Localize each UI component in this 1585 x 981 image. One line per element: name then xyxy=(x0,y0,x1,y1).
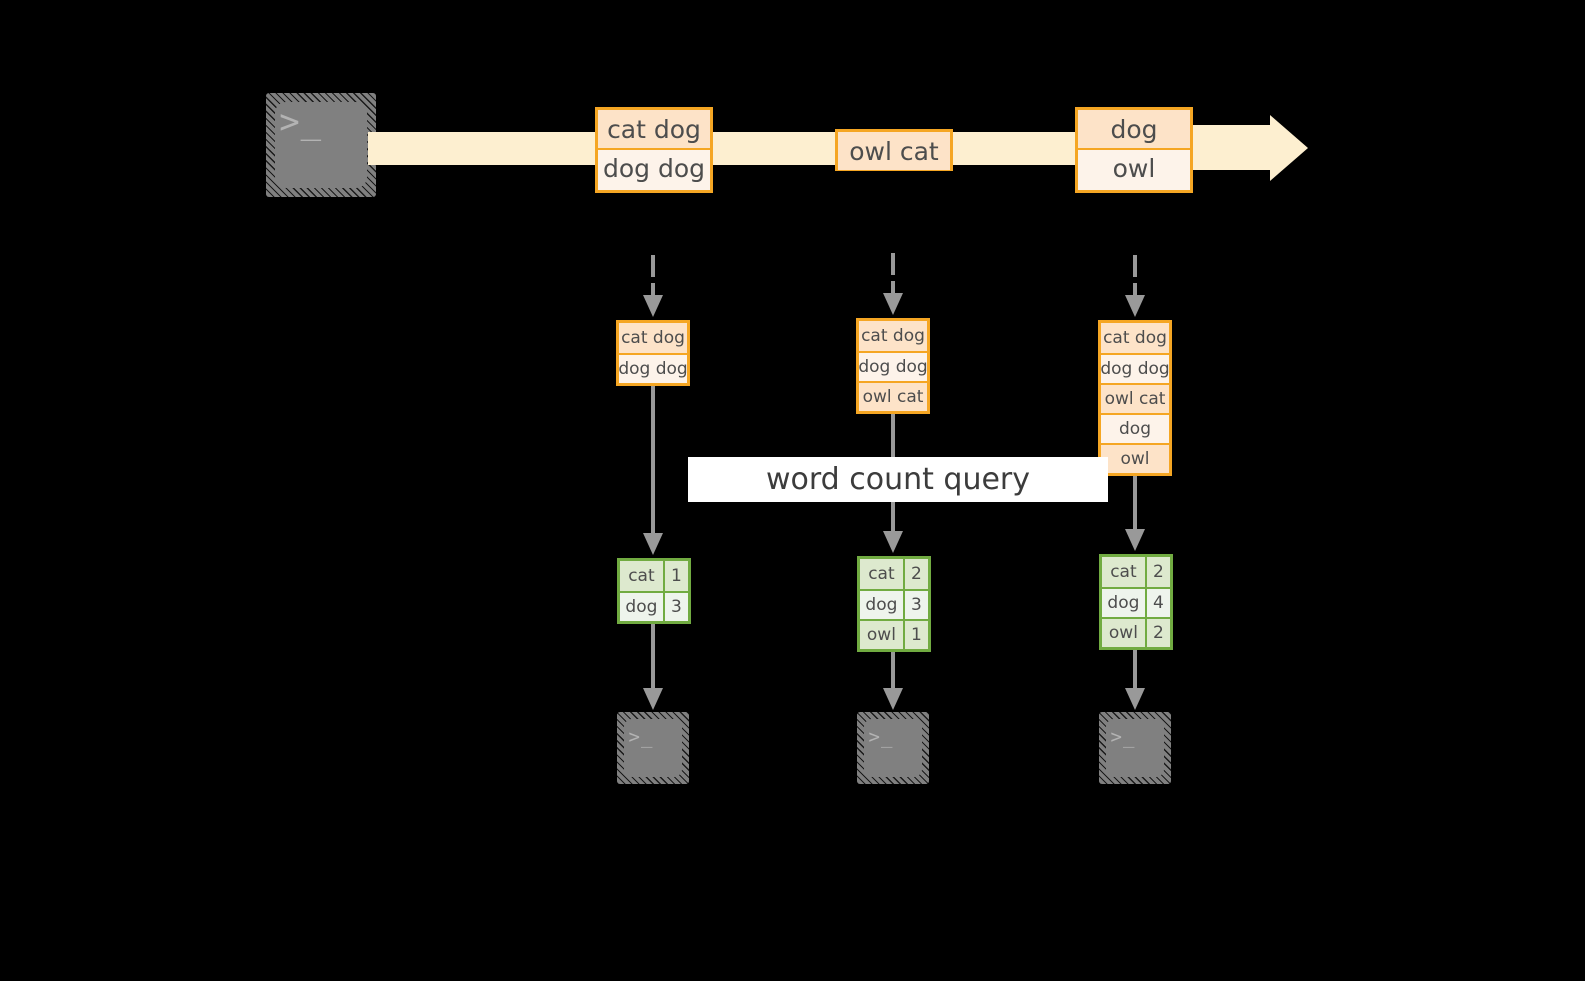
table-row: dog 3 xyxy=(620,591,688,621)
snapshot-2-input-box: cat dog dog dog owl cat xyxy=(856,318,930,414)
snapshot-input-line: cat dog xyxy=(619,323,687,353)
snapshot-input-line: dog dog xyxy=(618,353,688,383)
terminal-prompt-glyph: >_ xyxy=(1110,725,1136,748)
snapshot-3-output-connector xyxy=(1133,650,1137,694)
table-cell-count: 1 xyxy=(902,621,928,649)
table-cell-word: cat xyxy=(628,566,655,586)
stream-tap-arrow-1 xyxy=(643,295,663,317)
snapshot-input-line: dog xyxy=(1101,413,1169,443)
stream-arrow-head xyxy=(1270,115,1308,181)
stream-tap-connector-3-dash-a xyxy=(1133,255,1137,277)
table-cell-word: cat xyxy=(1110,562,1137,582)
snapshot-1-output-connector xyxy=(651,624,655,694)
stream-band-segment-2 xyxy=(708,132,838,165)
table-cell-word: cat xyxy=(868,564,895,584)
table-cell-count: 2 xyxy=(1144,619,1170,647)
snapshot-input-line: dog dog xyxy=(858,351,928,381)
snapshot-input-line: cat dog xyxy=(859,321,927,351)
snapshot-input-line: cat dog xyxy=(1101,323,1169,353)
snapshot-1-query-connector xyxy=(651,386,655,543)
table-row: cat 2 xyxy=(1102,557,1170,587)
table-row: owl 2 xyxy=(1102,617,1170,647)
snapshot-input-line: owl cat xyxy=(1101,383,1169,413)
table-cell-word: dog xyxy=(625,597,658,617)
table-cell-word: dog xyxy=(1107,593,1140,613)
table-cell-word: owl xyxy=(866,625,896,645)
snapshot-3-output-arrow xyxy=(1125,688,1145,710)
snapshot-input-line: owl cat xyxy=(859,381,927,411)
terminal-screen xyxy=(275,102,367,188)
table-cell-count: 4 xyxy=(1144,589,1170,617)
record-line: dog xyxy=(1078,110,1190,148)
snapshot-2-output-connector xyxy=(891,652,895,694)
snapshot-3-query-connector xyxy=(1133,476,1137,539)
record-line: cat dog xyxy=(598,110,710,148)
stream-tap-arrow-2 xyxy=(883,293,903,315)
table-cell-count: 3 xyxy=(662,593,688,621)
record-line: owl xyxy=(1078,148,1190,186)
record-line: owl cat xyxy=(838,132,950,170)
producer-terminal-icon: >_ xyxy=(266,93,376,197)
query-label: word count query xyxy=(688,457,1108,502)
record-line: dog dog xyxy=(598,148,710,186)
stream-tap-connector-2-dash-b xyxy=(891,281,895,295)
snapshot-3-input-box: cat dog dog dog owl cat dog owl xyxy=(1098,320,1172,476)
stream-band-segment-3 xyxy=(950,132,1078,165)
snapshot-input-line: owl xyxy=(1101,443,1169,473)
stream-record-2: owl cat xyxy=(835,129,953,171)
stream-tap-connector-1-dash-b xyxy=(651,283,655,297)
terminal-screen xyxy=(1106,719,1164,777)
table-row: cat 2 xyxy=(860,559,928,589)
terminal-screen xyxy=(624,719,682,777)
table-cell-count: 2 xyxy=(1144,557,1170,587)
stream-tap-connector-3-dash-b xyxy=(1133,283,1137,297)
snapshot-2-query-arrow xyxy=(883,531,903,553)
stream-record-3: dog owl xyxy=(1075,107,1193,193)
consumer-terminal-icon-1: >_ xyxy=(617,712,689,784)
consumer-terminal-icon-3: >_ xyxy=(1099,712,1171,784)
snapshot-2-result-table: cat 2 dog 3 owl 1 xyxy=(857,556,931,652)
snapshot-1-input-box: cat dog dog dog xyxy=(616,320,690,386)
table-cell-word: dog xyxy=(865,595,898,615)
stream-band-segment-4 xyxy=(1190,125,1280,170)
stream-tap-arrow-3 xyxy=(1125,295,1145,317)
snapshot-2-output-arrow xyxy=(883,688,903,710)
table-row: cat 1 xyxy=(620,561,688,591)
snapshot-3-result-table: cat 2 dog 4 owl 2 xyxy=(1099,554,1173,650)
stream-tap-connector-1-dash-a xyxy=(651,255,655,277)
terminal-screen xyxy=(864,719,922,777)
table-cell-count: 1 xyxy=(662,561,688,591)
snapshot-3-query-arrow xyxy=(1125,529,1145,551)
table-row: dog 3 xyxy=(860,589,928,619)
snapshot-1-query-arrow xyxy=(643,533,663,555)
consumer-terminal-icon-2: >_ xyxy=(857,712,929,784)
table-row: owl 1 xyxy=(860,619,928,649)
stream-record-1: cat dog dog dog xyxy=(595,107,713,193)
snapshot-input-line: dog dog xyxy=(1100,353,1170,383)
stream-tap-connector-2-dash-a xyxy=(891,253,895,275)
terminal-prompt-glyph: >_ xyxy=(279,102,323,143)
table-cell-count: 2 xyxy=(902,559,928,589)
snapshot-1-result-table: cat 1 dog 3 xyxy=(617,558,691,624)
table-row: dog 4 xyxy=(1102,587,1170,617)
terminal-prompt-glyph: >_ xyxy=(868,725,894,748)
stream-band-segment-1 xyxy=(368,132,600,165)
table-cell-word: owl xyxy=(1108,623,1138,643)
table-cell-count: 3 xyxy=(902,591,928,619)
snapshot-1-output-arrow xyxy=(643,688,663,710)
terminal-prompt-glyph: >_ xyxy=(628,725,654,748)
